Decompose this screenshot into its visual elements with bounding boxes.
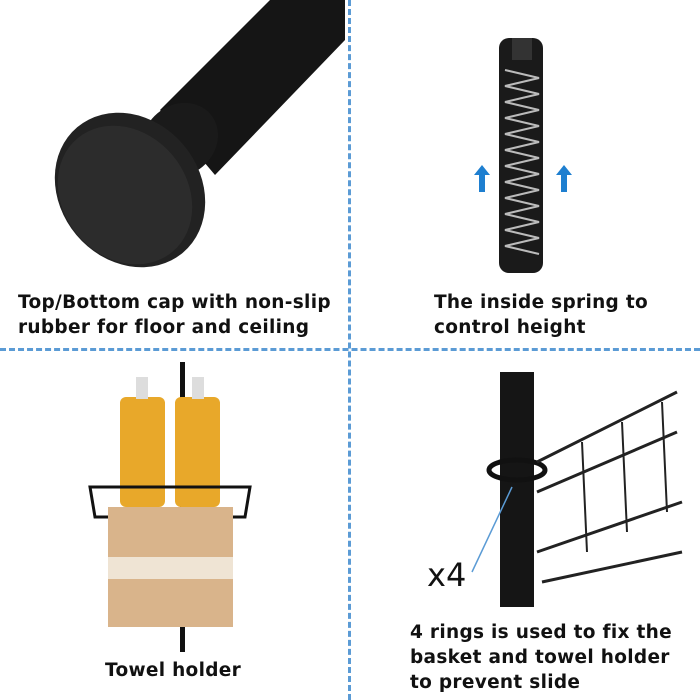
caption-line: basket and towel holder <box>410 647 670 668</box>
towel-caption: Towel holder <box>105 658 241 683</box>
cap-image <box>54 0 345 268</box>
spring-caption: The inside spring to control height <box>434 290 648 340</box>
caption-line: Top/Bottom cap with non-slip <box>18 292 331 313</box>
rings-caption: 4 rings is used to fix the basket and to… <box>410 620 672 695</box>
caption-line: The inside spring to <box>434 292 648 313</box>
caption-line: rubber for floor and ceiling <box>18 317 310 338</box>
up-arrow-icon <box>474 165 572 192</box>
caption-line: 4 rings is used to fix the <box>410 622 672 643</box>
spring-image <box>474 38 572 273</box>
towel-holder-image <box>88 362 252 652</box>
cap-caption: Top/Bottom cap with non-slip rubber for … <box>18 290 331 340</box>
ring-image <box>471 372 683 607</box>
caption-line: Towel holder <box>105 660 242 681</box>
caption-line: control height <box>434 317 586 338</box>
quantity-label: x4 <box>427 556 467 594</box>
horizontal-divider <box>0 348 700 351</box>
caption-line: to prevent slide <box>410 672 581 693</box>
